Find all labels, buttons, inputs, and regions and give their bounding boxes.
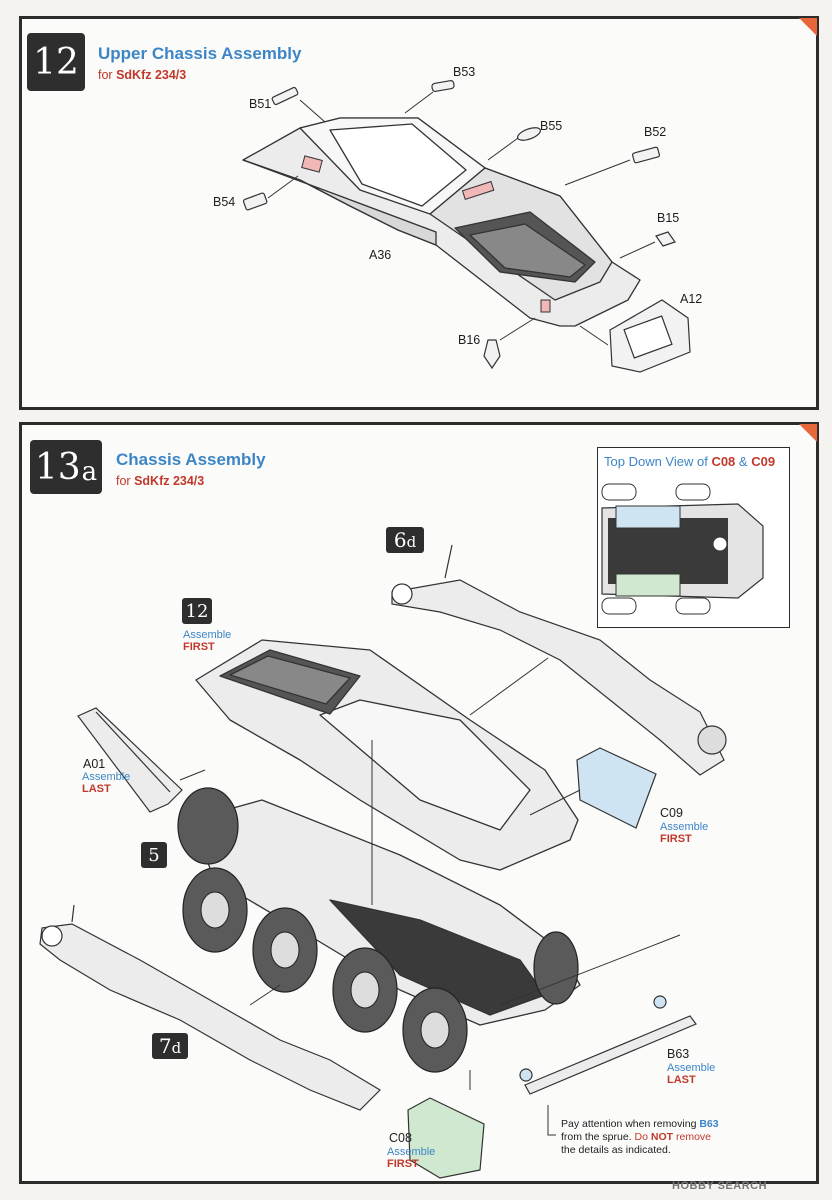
subtitle-prefix: for bbox=[116, 474, 135, 488]
c09-order-label: FIRST bbox=[660, 833, 692, 845]
subtitle-model: SdKfz 234/3 bbox=[134, 474, 205, 488]
label-b55: B55 bbox=[540, 119, 563, 133]
tag-number: 7 bbox=[158, 1034, 172, 1058]
note-line3: the details as indicated. bbox=[561, 1144, 671, 1156]
note-remove: remove bbox=[673, 1131, 711, 1143]
tag-suffix: d bbox=[406, 533, 417, 551]
label-a12: A12 bbox=[680, 292, 703, 306]
note-line1: Pay attention when removing bbox=[561, 1118, 700, 1130]
note-do: Do bbox=[631, 1131, 651, 1143]
note-not: NOT bbox=[650, 1131, 674, 1143]
removal-note: Pay attention when removing B63 from the… bbox=[561, 1118, 731, 1157]
c08-order-label: FIRST bbox=[387, 1158, 419, 1170]
label-b15: B15 bbox=[657, 211, 680, 225]
a01-order-label: LAST bbox=[82, 783, 111, 795]
tag-number: 12 bbox=[185, 600, 209, 622]
label-b63: B63 bbox=[667, 1047, 690, 1061]
label-c08: C08 bbox=[389, 1131, 412, 1145]
label-b53: B53 bbox=[453, 65, 476, 79]
step-12-subtitle: for SdKfz 234/3 bbox=[98, 68, 186, 82]
step-12-title: Upper Chassis Assembly bbox=[98, 44, 302, 63]
top-down-view-inset: Top Down View of C08 & C09 bbox=[597, 447, 790, 628]
label-a01: A01 bbox=[83, 757, 106, 771]
note-line2: from the sprue. bbox=[561, 1131, 632, 1143]
subtitle-model: SdKfz 234/3 bbox=[116, 68, 187, 82]
tag-number: 6 bbox=[393, 528, 407, 552]
corner-marker bbox=[799, 424, 817, 442]
label-a36: A36 bbox=[369, 248, 392, 262]
tag-suffix: d bbox=[171, 1039, 182, 1057]
label-c09: C09 bbox=[660, 806, 683, 820]
subtitle-prefix: for bbox=[98, 68, 117, 82]
inset-part-c08: C08 bbox=[711, 454, 736, 469]
corner-marker bbox=[799, 18, 817, 36]
label-b54: B54 bbox=[213, 195, 236, 209]
b63-order-label: LAST bbox=[667, 1074, 696, 1086]
label-b51: B51 bbox=[249, 97, 272, 111]
inset-c08-box bbox=[615, 573, 681, 597]
inset-c09-box bbox=[615, 505, 681, 529]
c09-assemble-label: Assemble bbox=[660, 821, 709, 833]
step-number-text: 13 bbox=[34, 446, 81, 488]
note-part: B63 bbox=[699, 1118, 719, 1130]
inset-title: Top Down View of C08 & C09 bbox=[604, 454, 775, 469]
c08-assemble-label: Assemble bbox=[387, 1146, 436, 1158]
tag-12: 12 bbox=[182, 598, 212, 624]
inset-title-prefix: Top Down View of bbox=[604, 454, 712, 469]
step-number-text: 12 bbox=[33, 41, 79, 83]
tag-number: 5 bbox=[148, 844, 160, 866]
watermark: HOBBY SEARCH bbox=[672, 1180, 768, 1192]
a01-assemble-label: Assemble bbox=[82, 771, 131, 783]
step12-assemble-label: Assemble bbox=[183, 629, 232, 641]
step-13a-subtitle: for SdKfz 234/3 bbox=[116, 474, 204, 488]
inset-part-c09: C09 bbox=[751, 454, 776, 469]
step-13a-title: Chassis Assembly bbox=[116, 450, 266, 469]
inset-diagram bbox=[601, 483, 764, 615]
b63-assemble-label: Assemble bbox=[667, 1062, 716, 1074]
step-number-suffix: a bbox=[81, 457, 98, 487]
step12-order-label: FIRST bbox=[183, 641, 215, 653]
label-b16: B16 bbox=[458, 333, 481, 347]
label-b52: B52 bbox=[644, 125, 667, 139]
step-12-number: 12 bbox=[27, 33, 85, 91]
tag-5: 5 bbox=[141, 842, 167, 868]
inset-title-amp: & bbox=[735, 454, 752, 469]
